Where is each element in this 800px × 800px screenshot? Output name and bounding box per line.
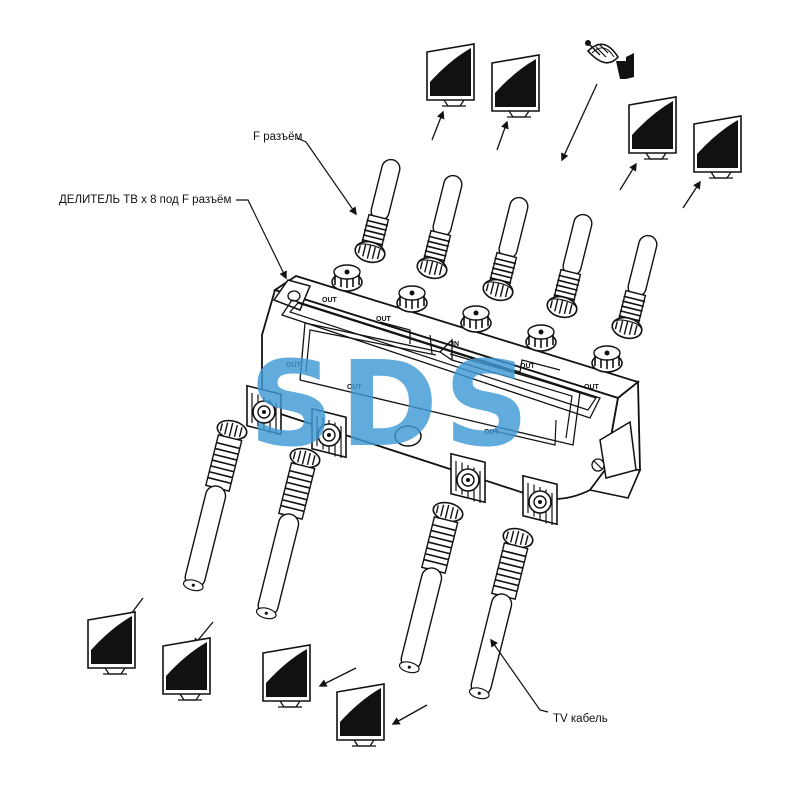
port-label-out: OUT (322, 297, 338, 304)
watermark-text: SDS (249, 335, 535, 473)
port-label-in: IN (452, 341, 459, 348)
port (591, 345, 623, 373)
callout-leader (236, 137, 549, 713)
f-connector (392, 498, 466, 677)
f-connector (352, 155, 409, 267)
f-connector (609, 231, 666, 343)
tv-icon (336, 683, 385, 747)
f-connector (414, 171, 471, 283)
tv-icon (491, 54, 540, 118)
port-label-out: OUT (347, 384, 363, 391)
port-label-out: OUT (484, 429, 500, 436)
f-connector (176, 416, 250, 595)
tv-icon (87, 611, 136, 675)
port-label-out: OUT (376, 316, 392, 323)
port (460, 305, 492, 333)
cable-label: TV кабель (553, 713, 608, 725)
port (522, 474, 558, 526)
port (331, 264, 363, 292)
signal-arrow (431, 110, 701, 209)
tv-icon (262, 644, 311, 708)
port-label-out: OUT (286, 362, 302, 369)
watermark-logo: SDS (249, 335, 535, 473)
connector-label: F разъём (253, 131, 302, 143)
tv-icon (628, 96, 677, 160)
satellite-arrow (561, 83, 598, 162)
f-connector (544, 210, 601, 322)
port-label-out: OUT (520, 363, 536, 370)
splitter-body (246, 264, 642, 526)
satellite-dish-icon (585, 40, 634, 79)
f-connector (480, 193, 537, 305)
tv-icon (162, 637, 211, 701)
f-connector (462, 524, 536, 703)
tv-icon (693, 115, 742, 179)
splitter-label: ДЕЛИТЕЛЬ ТВ х 8 под F разъём (59, 194, 231, 206)
port-label-out: OUT (584, 384, 600, 391)
tv-icon (426, 43, 475, 107)
port (396, 285, 428, 313)
